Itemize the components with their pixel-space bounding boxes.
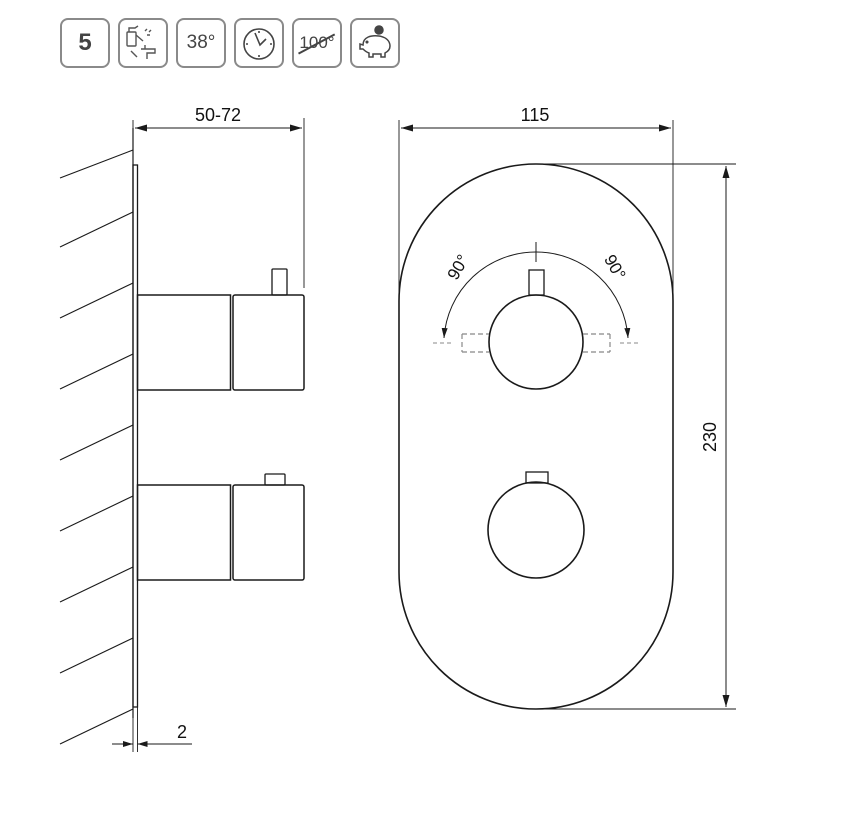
lower-knob-side — [232, 484, 305, 581]
upper-knob-front — [488, 294, 584, 390]
flow-number-badge: 5 — [60, 18, 110, 68]
max-temperature-label: 100° — [299, 33, 335, 52]
piggy-bank-icon — [350, 18, 400, 68]
thickness-dimension-label: 2 — [177, 722, 187, 742]
wall-hatching — [59, 149, 134, 745]
cleaning-spray-icon — [118, 18, 168, 68]
lower-lever-front — [525, 471, 549, 484]
upper-lever-front — [528, 269, 545, 296]
clock-timer-icon — [234, 18, 284, 68]
flow-number-label: 5 — [78, 29, 92, 56]
cover-plate-side — [132, 164, 139, 708]
left-position-mark — [461, 333, 489, 353]
max-temperature-crossed-badge: 100° — [292, 18, 342, 68]
temperature-label: 38° — [186, 32, 216, 53]
upper-body-side — [136, 294, 232, 391]
side-view — [59, 118, 305, 752]
rotation-left-label: 90° — [444, 251, 473, 283]
right-position-mark — [583, 333, 611, 353]
lower-body-side — [136, 484, 232, 581]
rotation-arc-left — [441, 251, 537, 339]
height-dimension-label: 230 — [700, 422, 720, 452]
lower-lever-side — [264, 473, 286, 486]
rotation-arc-right — [535, 251, 631, 339]
feature-badges: 5 38° 100° — [60, 18, 400, 68]
depth-dimension-label: 50-72 — [195, 105, 241, 125]
temperature-badge: 38° — [176, 18, 226, 68]
lower-knob-front — [487, 481, 585, 579]
upper-knob-side — [232, 294, 305, 391]
rotation-right-label: 90° — [600, 251, 629, 283]
upper-lever-side — [271, 268, 288, 296]
front-view — [398, 120, 736, 710]
width-dimension-label: 115 — [521, 105, 550, 125]
